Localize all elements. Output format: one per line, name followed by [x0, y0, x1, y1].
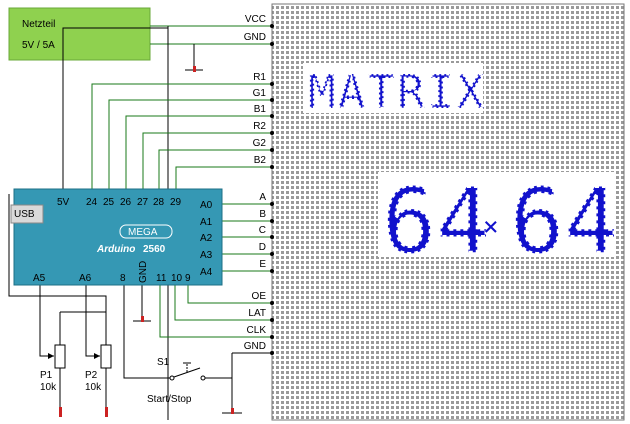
address-wires — [222, 203, 272, 272]
matrix-pin-gnd-16: GND — [244, 341, 266, 352]
mega-badge — [119, 224, 173, 239]
matrix-pin-dot-6 — [270, 148, 274, 152]
arduino-name: Arduino — [96, 244, 135, 255]
matrix-pin-b1-4: B1 — [254, 104, 267, 115]
pin-24: 24 — [86, 197, 98, 208]
pin-a3: A3 — [200, 250, 213, 261]
matrix-pin-dot-8 — [270, 202, 274, 206]
matrix-pin-dot-10 — [270, 235, 274, 239]
matrix-pin-b2-7: B2 — [254, 155, 267, 166]
pot-p1-wiper — [48, 353, 54, 359]
matrix-pin-c-10: C — [259, 225, 266, 236]
pin-26: 26 — [120, 197, 132, 208]
matrix-pin-dot-4 — [270, 114, 274, 118]
matrix-pin-dot-5 — [270, 131, 274, 135]
pot-p2 — [100, 344, 112, 369]
pin-a5: A5 — [33, 273, 46, 284]
pot-p1 — [54, 344, 66, 369]
pin-a4: A4 — [200, 267, 213, 278]
switch-s1-label: Start/Stop — [147, 394, 192, 405]
matrix-pin-g2-6: G2 — [253, 138, 267, 149]
matrix-pin-dot-14 — [270, 318, 274, 322]
arduino-board — [13, 188, 223, 286]
matrix-pin-lat-14: LAT — [248, 308, 266, 319]
matrix-pin-b-9: B — [259, 209, 266, 220]
pin-5v: 5V — [57, 197, 70, 208]
pin-9: 9 — [185, 273, 191, 284]
pin-25: 25 — [103, 197, 115, 208]
pin-29: 29 — [170, 197, 182, 208]
pot-p2-wiper — [94, 353, 100, 359]
pot-p1-value: 10k — [40, 382, 57, 393]
pin-28: 28 — [153, 197, 165, 208]
arduino-top-pins: 24 25 26 27 28 29 — [86, 197, 182, 208]
arduino-model: 2560 — [143, 244, 166, 255]
matrix-text-area-1 — [303, 63, 483, 113]
matrix-pin-a-8: A — [259, 192, 266, 203]
matrix-size-times: × — [483, 212, 499, 242]
pin-a2: A2 — [200, 233, 213, 244]
matrix-pin-dot-0 — [270, 24, 274, 28]
switch-s1 — [169, 362, 206, 381]
matrix-pin-r2-5: R2 — [253, 121, 266, 132]
mega-badge-text: MEGA — [128, 227, 158, 238]
pin-10: 10 — [171, 273, 183, 284]
matrix-pin-dot-13 — [270, 301, 274, 305]
matrix-pin-dot-15 — [270, 335, 274, 339]
matrix-pin-g1-3: G1 — [253, 88, 267, 99]
terminal-markers — [59, 66, 234, 417]
matrix-pin-d-11: D — [259, 242, 266, 253]
matrix-pin-dot-1 — [270, 42, 274, 46]
pin-11: 11 — [156, 273, 167, 284]
pot-p1-name: P1 — [40, 370, 53, 381]
pin-8: 8 — [120, 273, 126, 284]
matrix-pin-gnd-1: GND — [244, 32, 266, 43]
matrix-pin-oe-13: OE — [252, 291, 267, 302]
usb-label: USB — [14, 209, 35, 220]
pin-a1: A1 — [200, 217, 213, 228]
power-supply-title: Netzteil — [22, 19, 55, 30]
rgb-data-wires — [91, 83, 272, 194]
matrix-pin-dot-11 — [270, 252, 274, 256]
power-supply — [8, 7, 151, 61]
matrix-pin-e-12: E — [259, 259, 266, 270]
matrix-pin-clk-15: CLK — [247, 325, 267, 336]
pin-a6: A6 — [79, 273, 92, 284]
matrix-title: MATRIX — [308, 65, 486, 119]
matrix-size-left: 64 — [382, 169, 490, 274]
matrix-pin-dot-12 — [270, 269, 274, 273]
pot-p2-value: 10k — [85, 382, 102, 393]
matrix-text-area-2 — [378, 172, 614, 257]
matrix-size-right: 64 — [510, 169, 618, 274]
pin-gnd: GND — [138, 261, 149, 283]
matrix-pin-dot-9 — [270, 219, 274, 223]
usb-port — [10, 204, 44, 224]
matrix-pin-dot-3 — [270, 98, 274, 102]
matrix-pin-dot-2 — [270, 82, 274, 86]
switch-s1-name: S1 — [157, 357, 170, 368]
pin-27: 27 — [137, 197, 149, 208]
matrix-pin-dot-16 — [270, 351, 274, 355]
matrix-pin-r1-2: R1 — [253, 72, 266, 83]
matrix-pin-dot-7 — [270, 165, 274, 169]
pot-p2-name: P2 — [85, 370, 98, 381]
matrix-pin-vcc-0: VCC — [245, 14, 266, 25]
pin-a0: A0 — [200, 200, 213, 211]
power-supply-spec: 5V / 5A — [22, 40, 55, 51]
